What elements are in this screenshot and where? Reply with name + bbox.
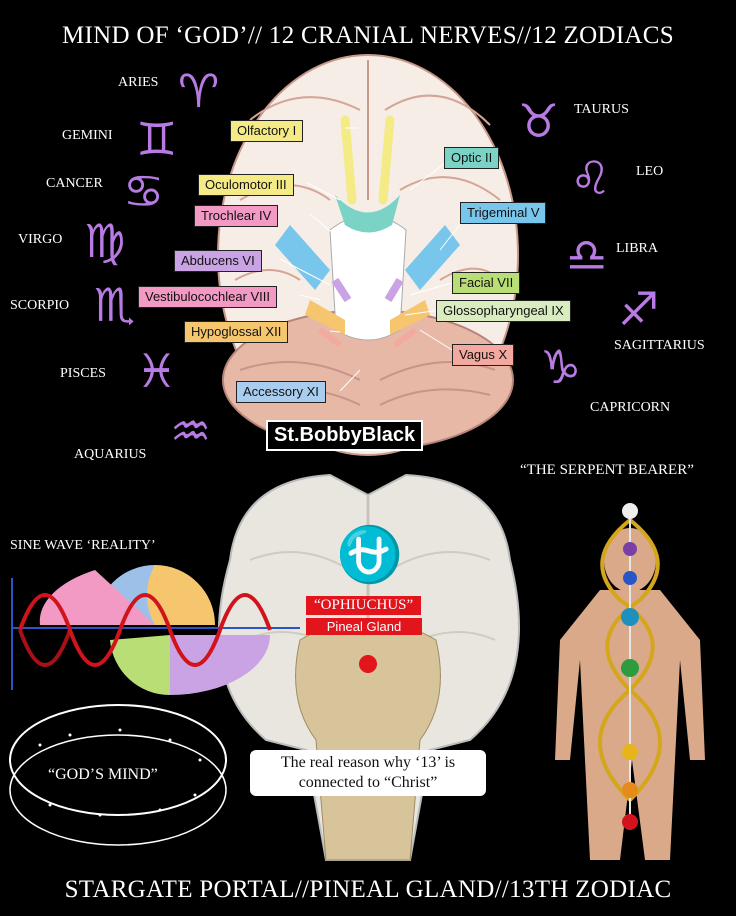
nerve-label-abducens: Abducens VI bbox=[174, 250, 262, 272]
scorpio-icon: ♏ bbox=[94, 278, 136, 332]
zodiac-label-aries: ARIES bbox=[118, 75, 159, 90]
zodiac-label-cancer: CANCER bbox=[46, 176, 103, 191]
brand-watermark: St.BobbyBlack bbox=[266, 420, 424, 451]
aquarius-icon: ♒ bbox=[170, 404, 212, 458]
zodiac-label-sagittarius: SAGITTARIUS bbox=[614, 338, 705, 353]
taurus-icon: ♉ bbox=[518, 94, 560, 148]
pineal-brain-illustration bbox=[217, 473, 520, 861]
aries-icon: ♈ bbox=[178, 64, 220, 118]
zodiac-label-leo: LEO bbox=[636, 164, 664, 179]
serpent-figure-illustration bbox=[555, 503, 705, 860]
caption-line-2: connected to “Christ” bbox=[298, 774, 438, 791]
nerve-label-accessory: Accessory XI bbox=[236, 381, 326, 403]
cancer-icon: ♋ bbox=[123, 164, 165, 218]
zodiac-label-libra: LIBRA bbox=[616, 241, 658, 256]
libra-icon: ♎ bbox=[566, 228, 608, 282]
zodiac-label-gemini: GEMINI bbox=[62, 128, 113, 143]
virgo-icon: ♍ bbox=[84, 214, 126, 268]
gemini-icon: ♊ bbox=[136, 112, 178, 166]
zodiac-label-capricorn: CAPRICORN bbox=[590, 400, 671, 415]
ophiuchus-icon: ⛎ bbox=[336, 523, 404, 586]
nerve-label-optic: Optic II bbox=[444, 147, 500, 169]
pineal-gland-label: Pineal Gland bbox=[306, 618, 422, 635]
nerve-label-facial: Facial VII bbox=[452, 272, 521, 294]
zodiac-label-aquarius: AQUARIUS bbox=[74, 447, 147, 462]
zodiac-label-scorpio: SCORPIO bbox=[10, 298, 70, 313]
zodiac-label-pisces: PISCES bbox=[60, 366, 106, 381]
nerve-label-trigeminal: Trigeminal V bbox=[460, 202, 547, 224]
nerve-label-oculomotor: Oculomotor III bbox=[198, 174, 294, 196]
footer-title: STARGATE PORTAL//PINEAL GLAND//13TH ZODI… bbox=[64, 876, 672, 903]
sine-wave-label: SINE WAVE ‘REALITY’ bbox=[10, 538, 156, 553]
nerve-label-hypoglossal: Hypoglossal XII bbox=[184, 321, 289, 343]
page-title: MIND OF ‘GOD’// 12 CRANIAL NERVES//12 ZO… bbox=[62, 22, 674, 49]
pisces-icon: ♓ bbox=[136, 344, 178, 398]
nerve-label-vagus: Vagus X bbox=[452, 344, 515, 366]
caption-box: The real reason why ‘13’ is connected to… bbox=[250, 750, 486, 796]
capricorn-icon: ♑ bbox=[540, 340, 582, 394]
ophiuchus-label: “OPHIUCHUS” bbox=[306, 596, 422, 615]
sine-wave-illustration bbox=[11, 565, 300, 696]
zodiac-label-taurus: TAURUS bbox=[574, 102, 629, 117]
nerve-label-vestibulocochlear: Vestibulocochlear VIII bbox=[138, 286, 278, 308]
sagittarius-icon: ♐ bbox=[618, 282, 660, 336]
brain-base-illustration bbox=[217, 54, 519, 456]
zodiac-label-virgo: VIRGO bbox=[18, 232, 63, 247]
nerve-label-olfactory: Olfactory I bbox=[230, 120, 304, 142]
caption-line-1: The real reason why ‘13’ is bbox=[280, 754, 456, 771]
celestial-ring-illustration bbox=[9, 704, 227, 846]
nerve-label-glossopharyngeal: Glossopharyngeal IX bbox=[436, 300, 571, 322]
serpent-bearer-label: “THE SERPENT BEARER” bbox=[520, 462, 694, 478]
nerve-label-trochlear: Trochlear IV bbox=[194, 205, 279, 227]
leo-icon: ♌ bbox=[570, 151, 612, 205]
nerve-leader-lines bbox=[279, 127, 471, 392]
gods-mind-label: “GOD’S MIND” bbox=[48, 766, 158, 783]
